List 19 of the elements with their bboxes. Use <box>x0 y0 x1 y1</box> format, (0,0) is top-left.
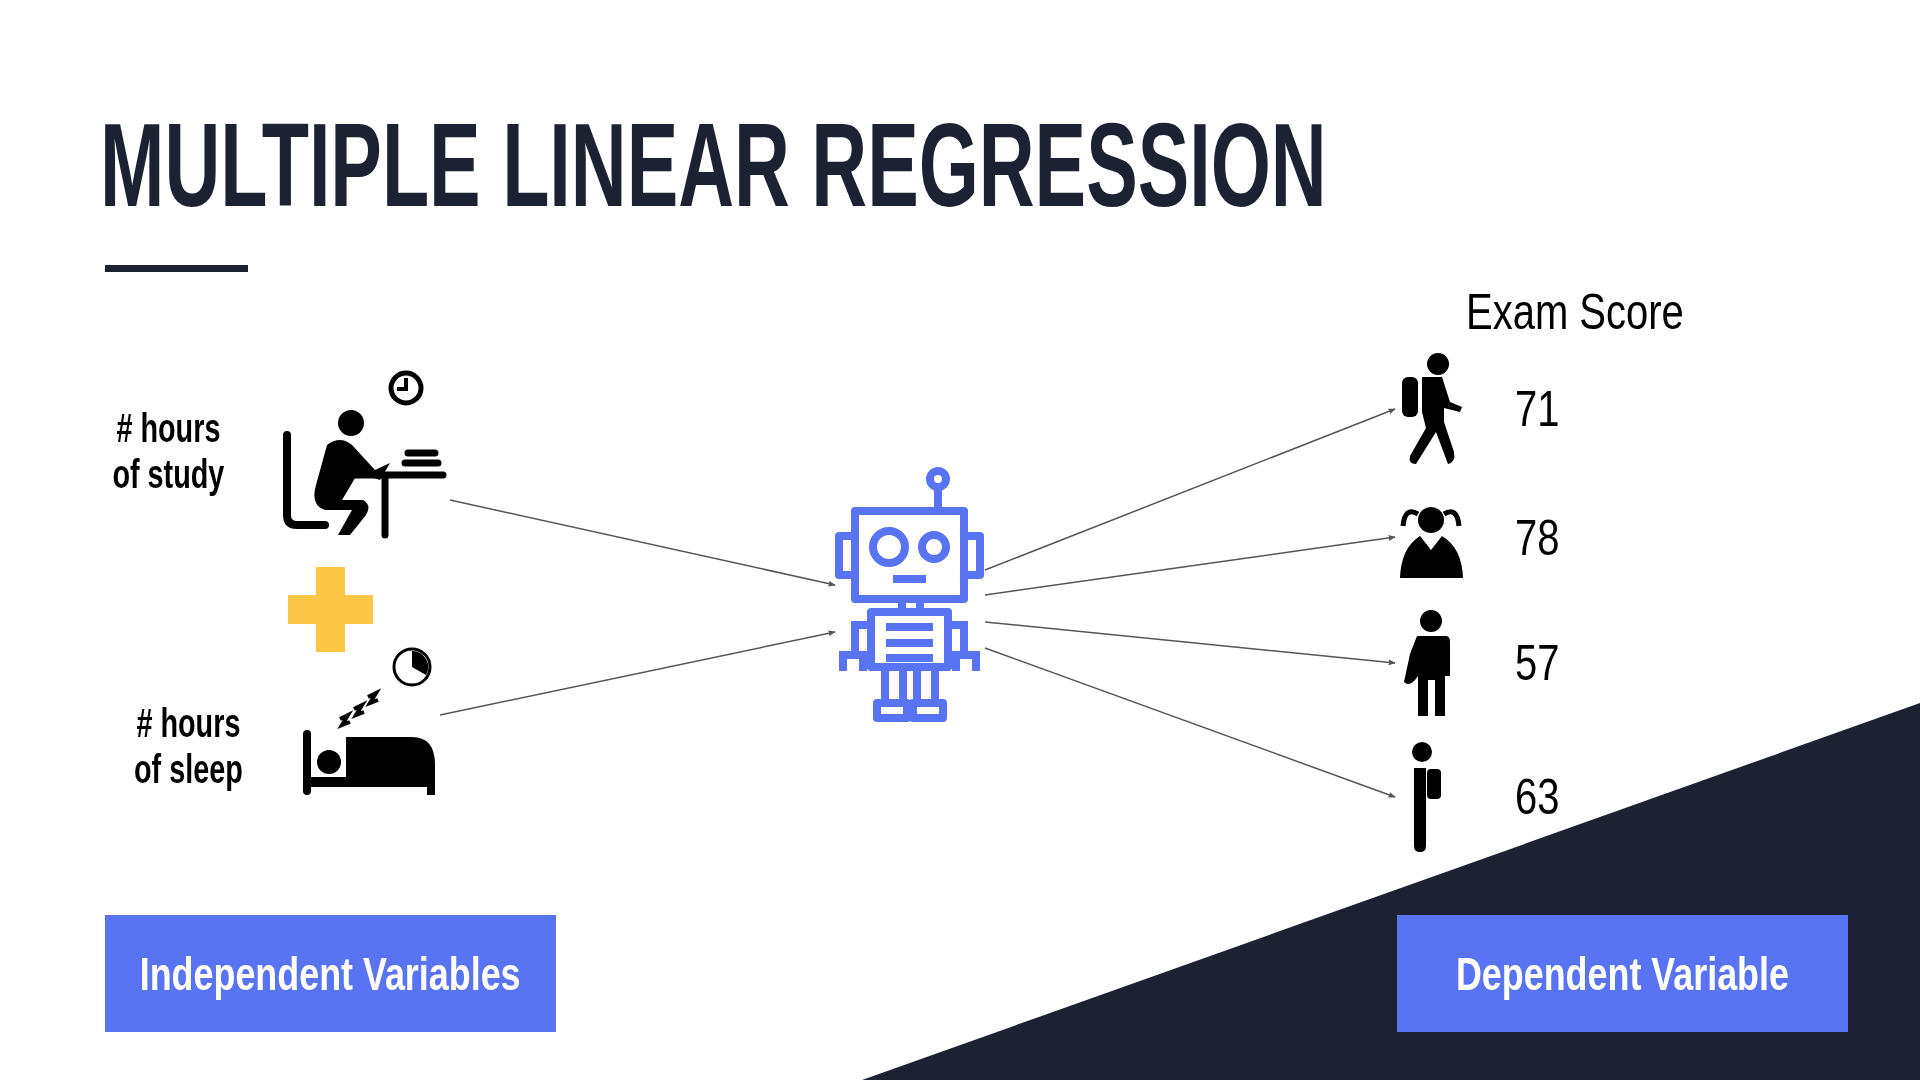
variable-label: # hours of sleep <box>133 700 244 792</box>
score-value: 71 <box>1515 381 1560 437</box>
score-value: 78 <box>1515 509 1560 566</box>
variable-type-heading: Dependent Variable <box>1456 947 1789 1000</box>
arrow <box>984 408 1396 571</box>
slide-title: MULTIPLE LINEAR REGRESSION <box>100 100 1327 230</box>
variable-type-heading: Independent Variables <box>140 947 521 1000</box>
variable-label: # hours of study <box>111 405 226 497</box>
arrow <box>439 630 836 716</box>
column-heading: Exam Score <box>1466 284 1684 340</box>
variable-type-box <box>1397 915 1848 1032</box>
arrow <box>984 621 1396 666</box>
arrow <box>984 535 1396 596</box>
score-value: 63 <box>1515 769 1560 825</box>
variable-type-box <box>105 915 556 1032</box>
score-value: 57 <box>1515 635 1560 691</box>
arrow <box>449 499 836 587</box>
robot-icon <box>835 465 985 720</box>
arrow <box>984 647 1396 798</box>
